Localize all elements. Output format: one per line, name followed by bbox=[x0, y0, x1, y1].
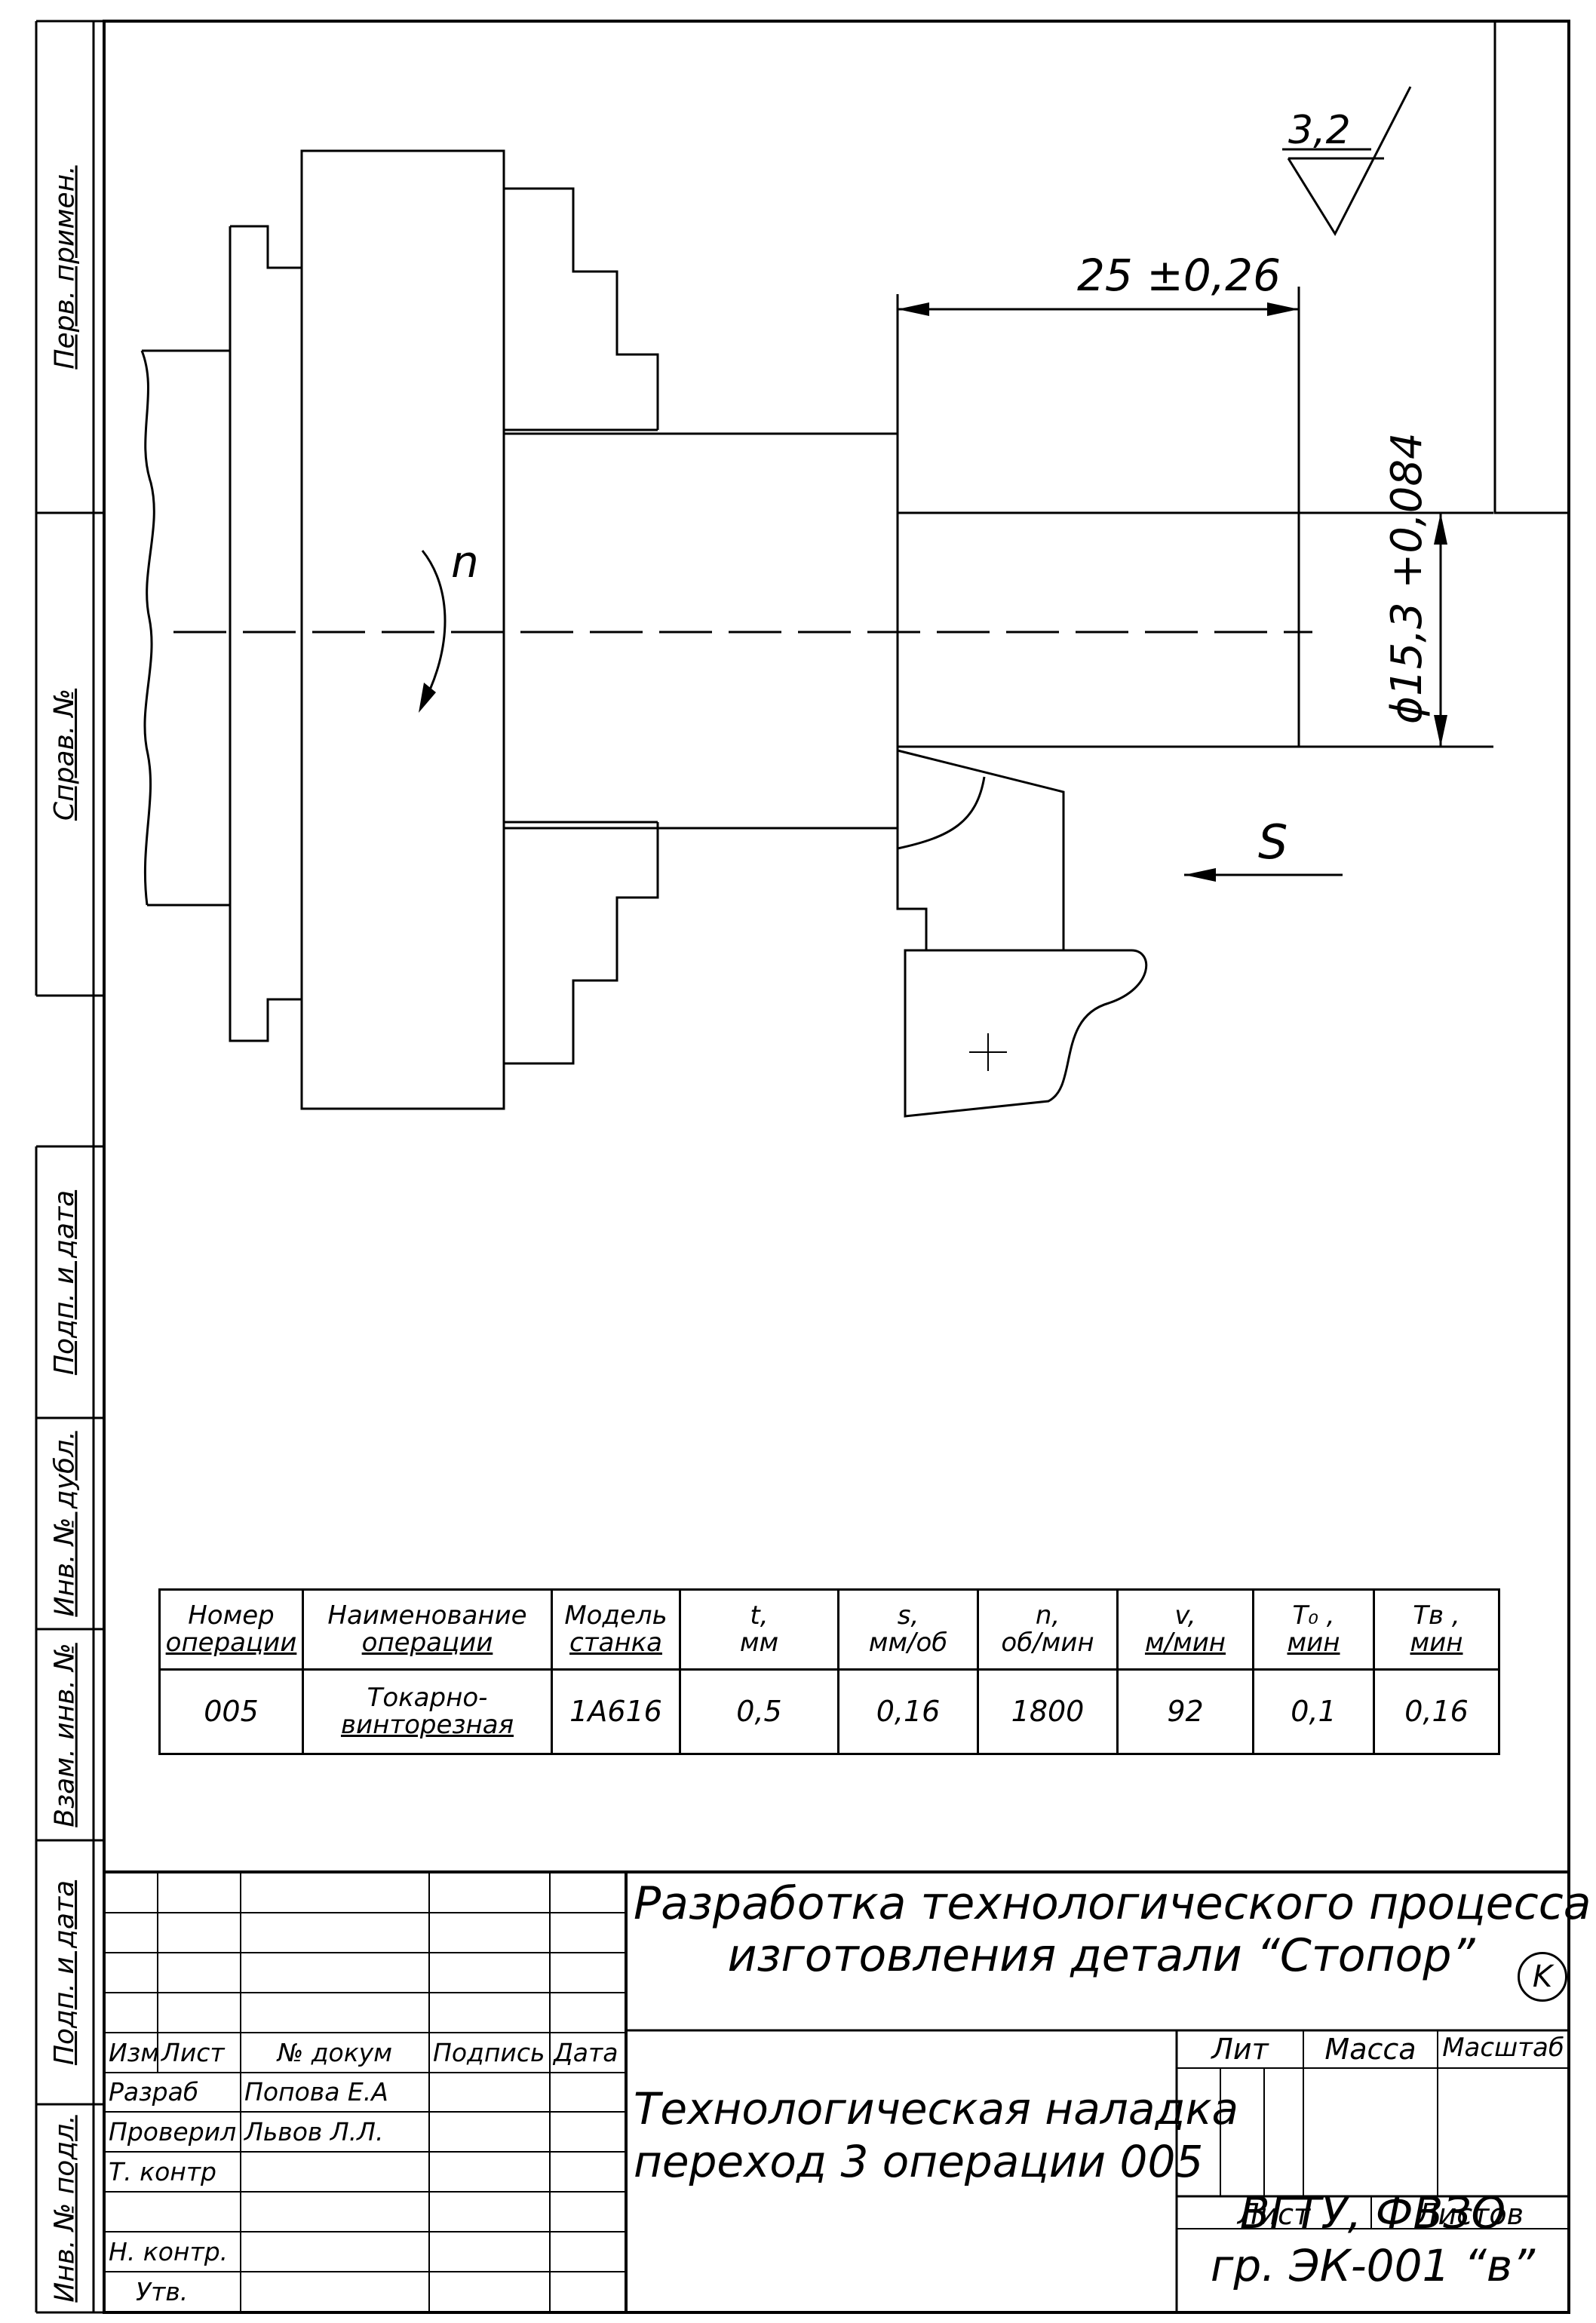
roughness-value: 3,2 bbox=[1288, 108, 1351, 153]
col-date: Дата bbox=[549, 2031, 628, 2073]
break-line bbox=[140, 350, 155, 906]
chuck-jaw-bottom bbox=[504, 822, 659, 1065]
massa-header: Масса bbox=[1324, 2033, 1416, 2066]
utv-label: Утв. bbox=[104, 2271, 241, 2312]
row-utv: Утв. bbox=[104, 2271, 628, 2312]
cutting-tool-insert bbox=[896, 749, 1065, 952]
proveril-name: Львов Л.Л. bbox=[240, 2111, 430, 2153]
rotation-label: n bbox=[451, 536, 479, 588]
depth-value: 0,5 bbox=[679, 1668, 839, 1755]
header-speed-rpm: n,об/мин bbox=[977, 1588, 1119, 1671]
chuck-back bbox=[229, 225, 303, 1042]
masshtab-header: Масштаб bbox=[1442, 2033, 1564, 2063]
main-time-value: 0,1 bbox=[1252, 1668, 1375, 1755]
aux-time-value: 0,16 bbox=[1373, 1668, 1500, 1755]
feed-label: S bbox=[1258, 815, 1288, 870]
row-proveril: Проверил Львов Л.Л. bbox=[104, 2111, 628, 2153]
razrab-label: Разраб bbox=[104, 2071, 241, 2113]
side-label-podp-data-2: Подп. и дата bbox=[49, 1880, 81, 2065]
side-label-inv-dubl: Инв. № дубл. bbox=[49, 1430, 81, 1617]
header-main-time: T₀ ,мин bbox=[1252, 1588, 1375, 1671]
rpm-value: 1800 bbox=[977, 1668, 1119, 1755]
title-block-header-row: Изм Лист № докум Подпись Дата bbox=[104, 2031, 628, 2073]
sheets-header: Листов bbox=[1416, 2198, 1524, 2231]
cutting-speed-value: 92 bbox=[1116, 1668, 1254, 1755]
feed-value: 0,16 bbox=[837, 1668, 979, 1755]
corner-box bbox=[1493, 21, 1569, 514]
op-number: 005 bbox=[158, 1668, 304, 1755]
drawing-frame bbox=[103, 20, 1570, 2314]
header-cutting-speed: v,м/мин bbox=[1116, 1588, 1254, 1671]
side-label-sprav: Справ. № bbox=[49, 688, 81, 821]
chuck-jaw-top bbox=[504, 187, 659, 430]
side-label-inv-podl: Инв. № подл. bbox=[49, 2114, 81, 2303]
proveril-label: Проверил bbox=[104, 2111, 241, 2153]
machine-model: 1А616 bbox=[551, 1668, 681, 1755]
dim-length-text: 25 ±0,26 bbox=[1077, 250, 1281, 301]
col-izm: Изм bbox=[104, 2031, 158, 2073]
rotation-arrow bbox=[421, 550, 447, 706]
title-block-grid: Изм Лист № докум Подпись Дата Разраб Поп… bbox=[104, 1872, 628, 2312]
header-aux-time: Tв ,мин bbox=[1373, 1588, 1500, 1671]
chuck-body bbox=[300, 149, 505, 1110]
sheet-header: Лист bbox=[1237, 2198, 1311, 2231]
organization: ВГТУ, ФВЗО гр. ЭК-001 “в” bbox=[1210, 2187, 1536, 2291]
letter-circle: K bbox=[1518, 1952, 1567, 2002]
tool-holder bbox=[904, 949, 1148, 1118]
side-label-perv-primen: Перв. примен. bbox=[49, 164, 81, 370]
row-razrab: Разраб Попова Е.А bbox=[104, 2071, 628, 2113]
document-title: Технологическая наладка переход 3 операц… bbox=[634, 2083, 1239, 2187]
col-list: Лист bbox=[157, 2031, 241, 2073]
header-feed: s,мм/об bbox=[837, 1588, 979, 1671]
operations-data-row: 005 Токарно-винторезная 1А616 0,5 0,16 1… bbox=[158, 1668, 1500, 1755]
col-sign: Подпись bbox=[428, 2031, 551, 2073]
project-title: Разработка технологического процесса изг… bbox=[634, 1877, 1591, 1982]
header-depth: t,мм bbox=[679, 1588, 839, 1671]
side-label-podp-data-1: Подп. и дата bbox=[49, 1189, 81, 1375]
side-label-vzam-inv: Взам. инв. № bbox=[49, 1642, 81, 1827]
dim-diameter-text: ϕ15,3 +0,084 bbox=[1383, 432, 1432, 724]
col-doc: № докум bbox=[240, 2031, 430, 2073]
razrab-name: Попова Е.А bbox=[240, 2071, 430, 2113]
row-n-kontr: Н. контр. bbox=[104, 2231, 628, 2273]
t-kontr-label: Т. контр bbox=[104, 2151, 241, 2193]
op-name: Токарно-винторезная bbox=[302, 1668, 553, 1755]
n-kontr-label: Н. контр. bbox=[104, 2231, 241, 2273]
lit-header: Лит bbox=[1211, 2033, 1269, 2066]
roughness-symbol bbox=[1287, 86, 1412, 237]
row-t-kontr: Т. контр bbox=[104, 2151, 628, 2193]
